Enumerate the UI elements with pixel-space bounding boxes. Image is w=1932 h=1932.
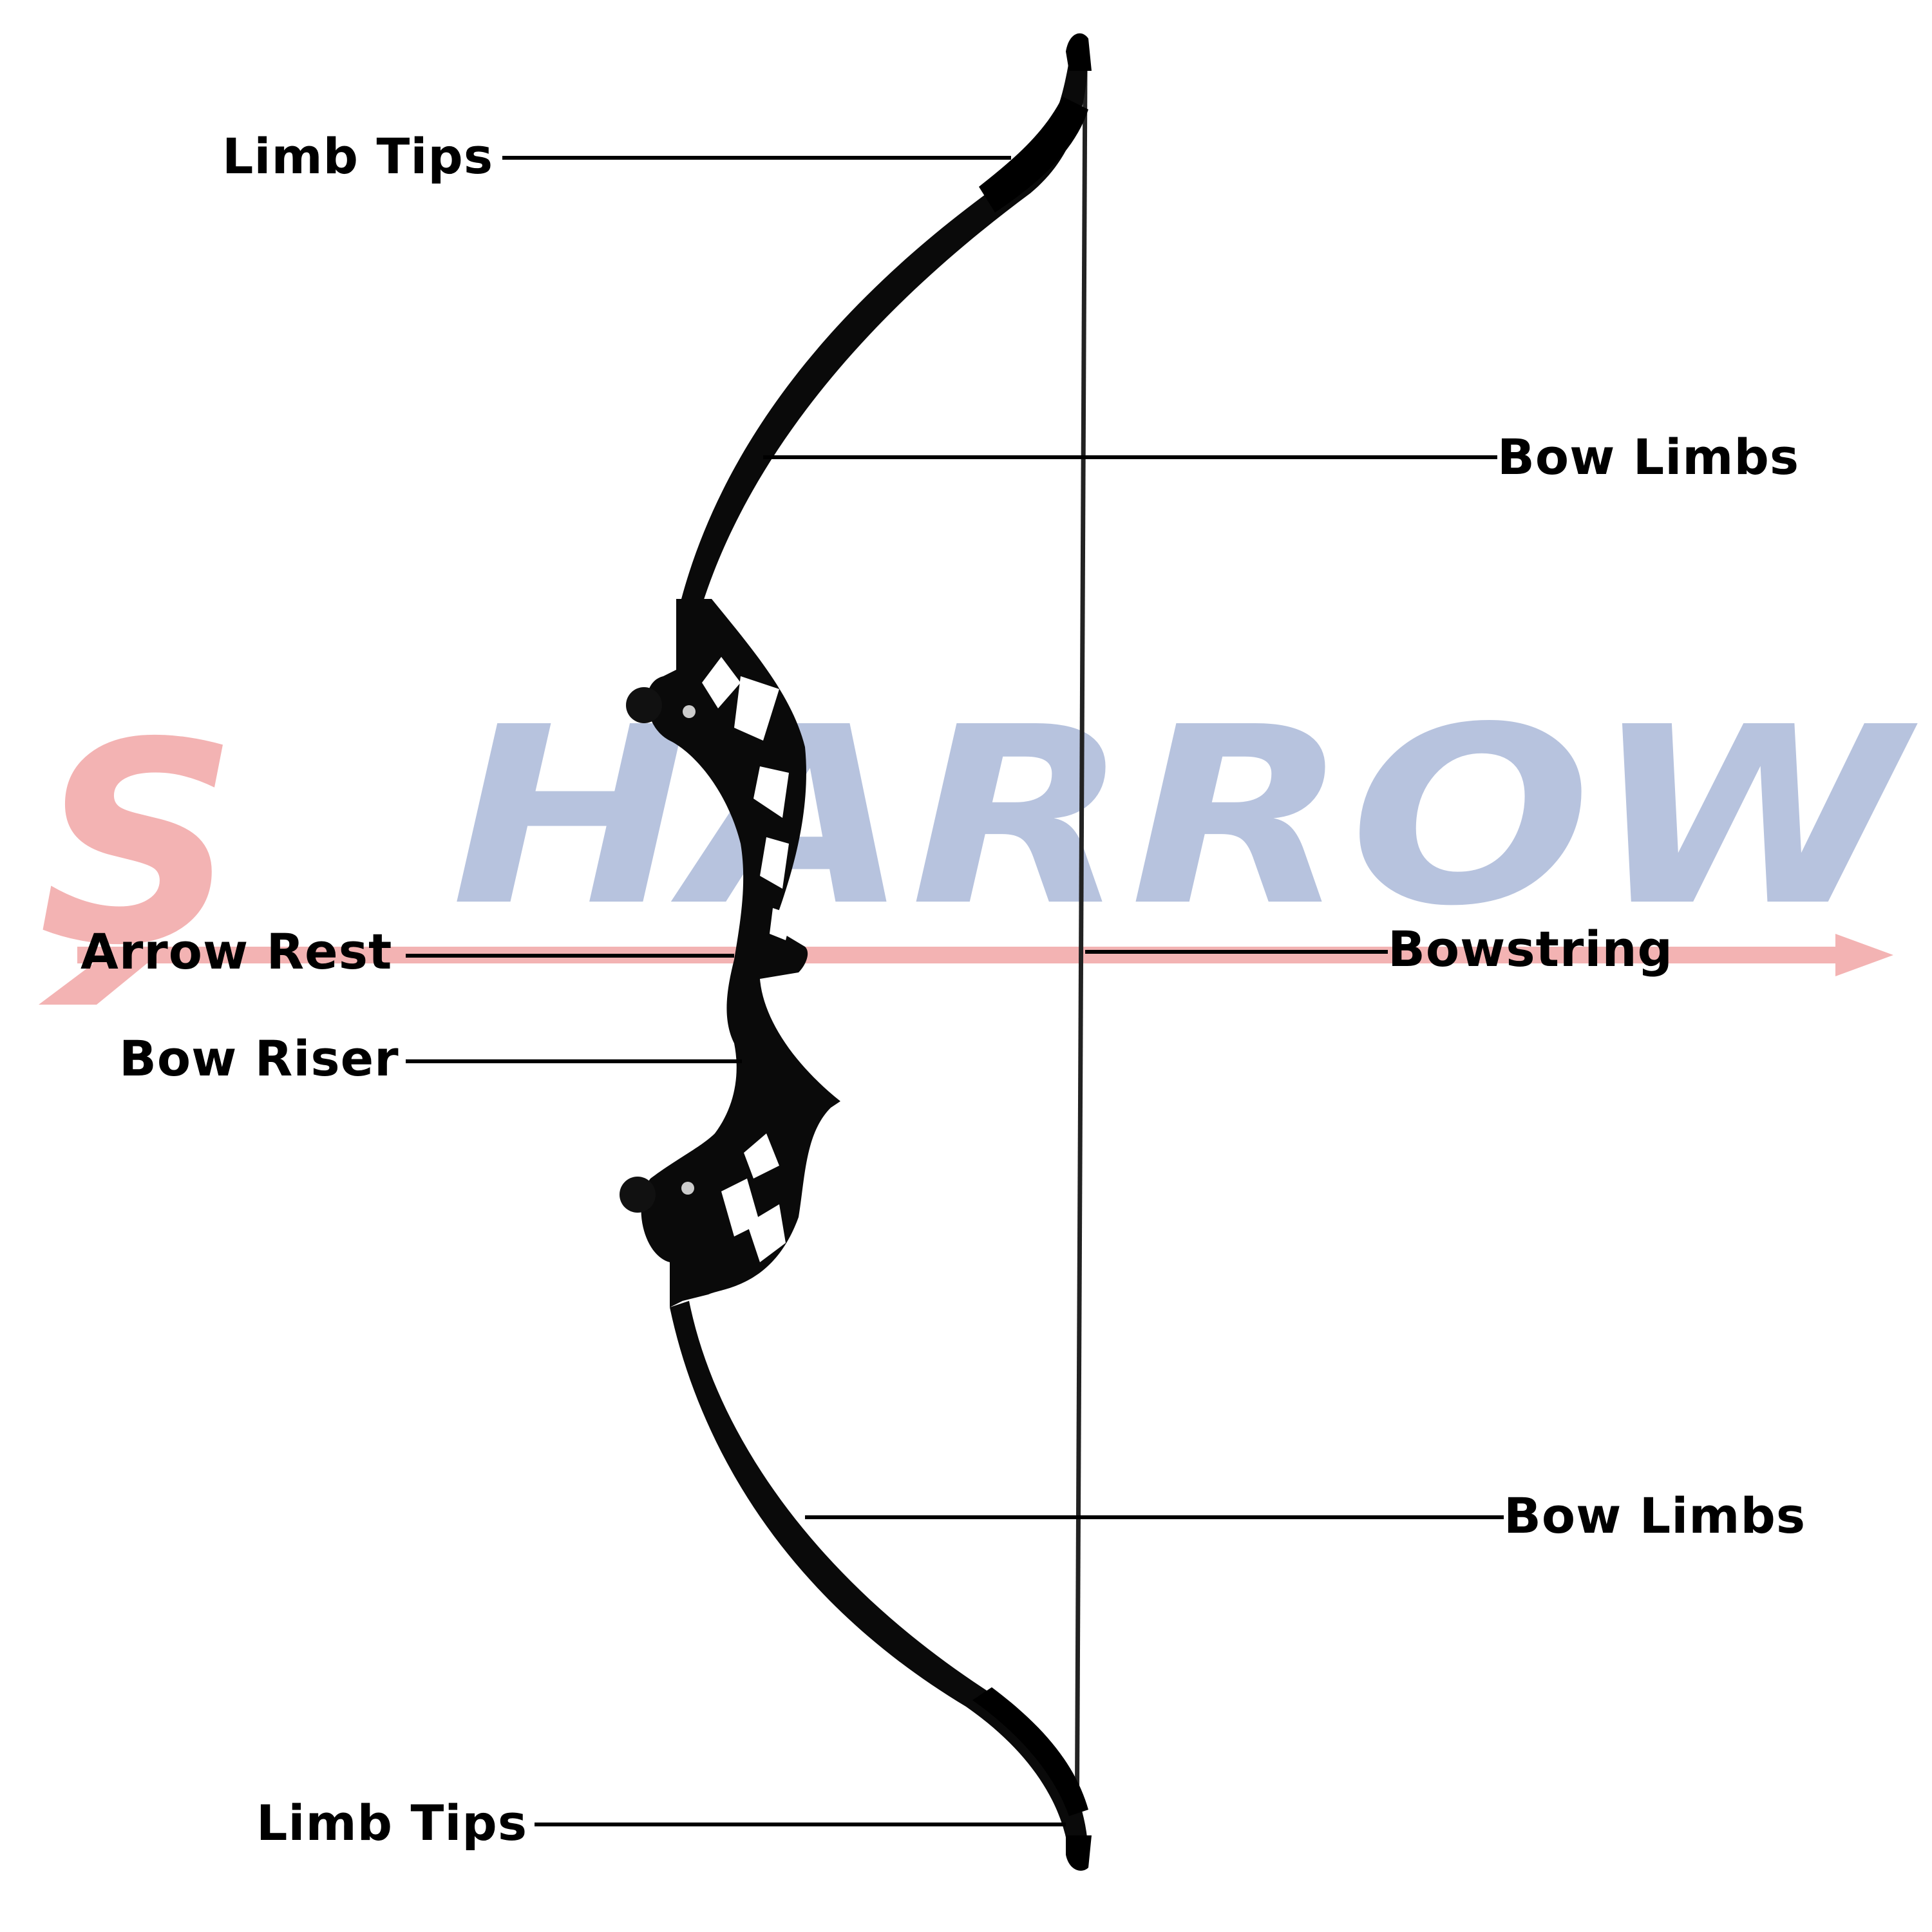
watermark-letter-s: S	[39, 684, 238, 1006]
label-bow-limbs-top: Bow Limbs	[1497, 428, 1800, 486]
watermark-arrow-shaft	[77, 947, 1868, 963]
upper-limb-bolt	[683, 705, 696, 718]
lower-limb-nock	[1066, 1835, 1092, 1871]
bowstring-line	[1074, 70, 1088, 1859]
lower-limb-bolt	[681, 1182, 694, 1195]
upper-limb	[681, 39, 1088, 605]
label-bowstring: Bowstring	[1388, 920, 1673, 978]
lower-limb	[670, 1301, 1088, 1855]
lower-knob	[620, 1177, 656, 1213]
label-bow-limbs-bottom: Bow Limbs	[1504, 1487, 1806, 1544]
label-bow-riser: Bow Riser	[119, 1030, 399, 1087]
riser-cutouts	[702, 657, 792, 1262]
bow-riser-shape	[641, 599, 840, 1307]
label-arrow-rest: Arrow Rest	[80, 923, 393, 980]
label-limb-tips-top: Limb Tips	[222, 128, 494, 185]
upper-knob	[626, 687, 662, 723]
label-limb-tips-bottom: Limb Tips	[256, 1794, 528, 1852]
watermark-arrow-head	[1835, 934, 1893, 976]
upper-limb-nock	[1066, 33, 1092, 71]
upper-limb-tip-sleeve	[979, 97, 1088, 213]
watermark-arrow-fletching	[39, 947, 167, 1005]
lower-limb-tip-sleeve	[972, 1687, 1088, 1816]
